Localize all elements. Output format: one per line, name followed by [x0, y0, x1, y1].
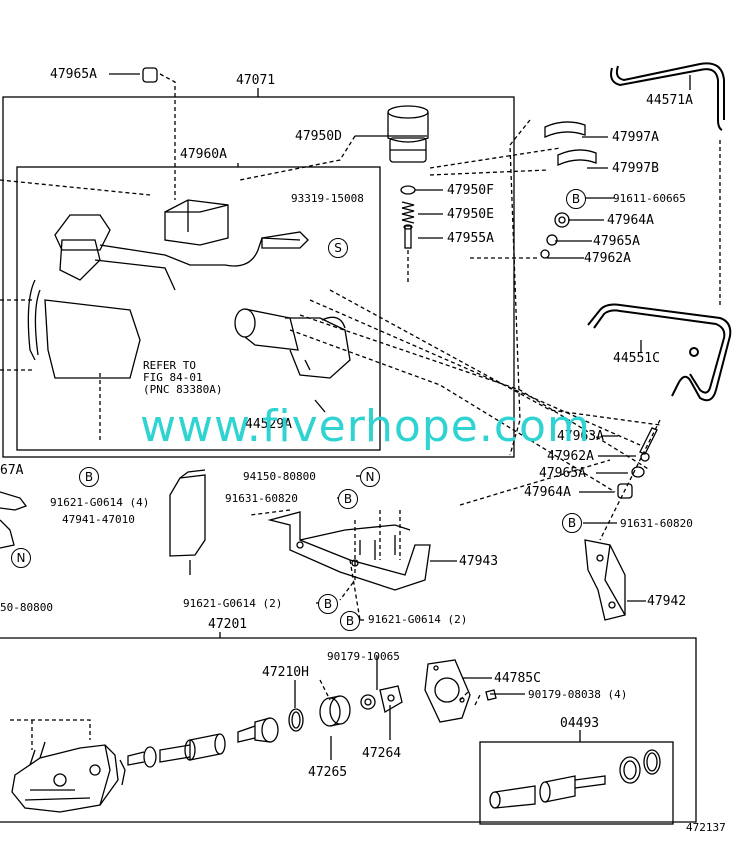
solenoid-44529a — [234, 308, 351, 413]
figure-number: 472137 — [686, 821, 726, 834]
marker-n: N — [11, 548, 31, 568]
gasket-plate-44785c — [424, 659, 471, 723]
actuator-47950d — [387, 105, 429, 163]
part-label: 47965A — [539, 466, 586, 481]
part-label: 47941-47010 — [62, 513, 135, 526]
clamp-47997a — [544, 121, 586, 139]
part-label: 47997A — [612, 130, 659, 145]
part-label: 91631-60820 — [225, 492, 298, 505]
part-label: 47962A — [584, 251, 631, 266]
part-label: 47201 — [208, 617, 248, 632]
clamp-47997b — [557, 149, 597, 167]
part-label: 44529A — [245, 417, 292, 432]
spring-47950e — [401, 201, 415, 224]
kit-box-04493 — [479, 741, 674, 825]
part-label: 47964A — [607, 213, 654, 228]
part-label: 47210H — [262, 665, 309, 680]
bracket-47941-47010 — [169, 469, 206, 575]
pin-47955a — [403, 224, 413, 249]
part-label: 47264 — [362, 746, 402, 761]
part-label: 91611-60665 — [613, 192, 686, 205]
pipe-44551c — [587, 303, 732, 402]
part-label: 47997B — [612, 161, 659, 176]
part-label: 47943 — [459, 554, 499, 569]
kit-04493-parts — [489, 749, 661, 809]
marker-b: B — [318, 594, 338, 614]
part-label: 47963A — [557, 429, 604, 444]
part-label: 91621-G0614 (4) — [50, 496, 150, 509]
part-label: 47942 — [647, 594, 687, 609]
part-label: 67A — [0, 463, 24, 478]
bracket-47943 — [267, 511, 431, 591]
boot-47265 — [319, 695, 351, 727]
marker-b: B — [562, 513, 582, 533]
part-label: 44571A — [646, 93, 693, 108]
leader-lines — [109, 73, 691, 760]
dashed-guides — [0, 73, 721, 750]
watermark: www.fiverhope.com — [140, 401, 591, 452]
part-label: 47964A — [524, 485, 571, 500]
part-label: 47950E — [447, 207, 494, 222]
part-label: 47071 — [236, 73, 276, 88]
pump-shaft-47201 — [119, 717, 279, 786]
marker-b: B — [566, 189, 586, 209]
marker-s: S — [328, 238, 348, 258]
part-label: 91631-60820 — [620, 517, 693, 530]
part-label: 91621-G0614 (2) — [368, 613, 468, 626]
bolt-90179-08038 — [485, 689, 497, 701]
reference-note-line: FIG 84-01 — [143, 371, 203, 384]
part-label: 44551C — [613, 351, 660, 366]
part-label: 47265 — [308, 765, 348, 780]
washer-47950f — [400, 185, 416, 195]
part-label: 47965A — [593, 234, 640, 249]
part-label: 47965A — [50, 67, 97, 82]
part-label: 94150-80800 — [243, 470, 316, 483]
part-label: 90179-10065 — [327, 650, 400, 663]
sleeve-47965a — [546, 234, 558, 246]
part-label: 47960A — [180, 147, 227, 162]
part-label: 47962A — [547, 449, 594, 464]
pipe-44571a — [610, 62, 725, 131]
marker-n: N — [360, 467, 380, 487]
cap-47965a-top — [142, 67, 158, 83]
nut-47964a — [554, 212, 570, 228]
ferrule-47962a — [540, 249, 550, 259]
part-label: 47950D — [295, 129, 342, 144]
pump-housing — [11, 741, 119, 813]
bracket-47942 — [584, 539, 626, 621]
sleeve-47965a-right — [631, 466, 645, 478]
nut-90179-10065 — [360, 694, 376, 710]
control-unit-47960a — [27, 199, 309, 379]
pipe-47963a — [639, 427, 658, 455]
left-edge-parts — [0, 491, 28, 549]
part-label: 04493 — [560, 716, 600, 731]
seal-47210h — [288, 708, 304, 732]
part-label: 44785C — [494, 671, 541, 686]
nut-47964a-right — [617, 483, 633, 499]
marker-b: B — [340, 611, 360, 631]
marker-b: B — [79, 467, 99, 487]
reference-note-line: REFER TO — [143, 359, 196, 372]
part-label: 47950F — [447, 183, 494, 198]
assembly-box-47201 — [0, 637, 697, 823]
part-label: 47955A — [447, 231, 494, 246]
marker-b: B — [338, 489, 358, 509]
part-label: 93319-15008 — [291, 192, 364, 205]
ferrule-47962a-right — [640, 452, 650, 462]
reference-note: REFER TO FIG 84-01 (PNC 83380A) — [143, 360, 222, 396]
part-label: 91621-G0614 (2) — [183, 597, 283, 610]
subassembly-box-47960a — [16, 166, 381, 451]
part-label: 90179-08038 (4) — [528, 688, 628, 701]
plate-47264 — [379, 685, 403, 714]
reference-note-line: (PNC 83380A) — [143, 383, 223, 396]
part-label: 50-80800 — [0, 601, 53, 614]
